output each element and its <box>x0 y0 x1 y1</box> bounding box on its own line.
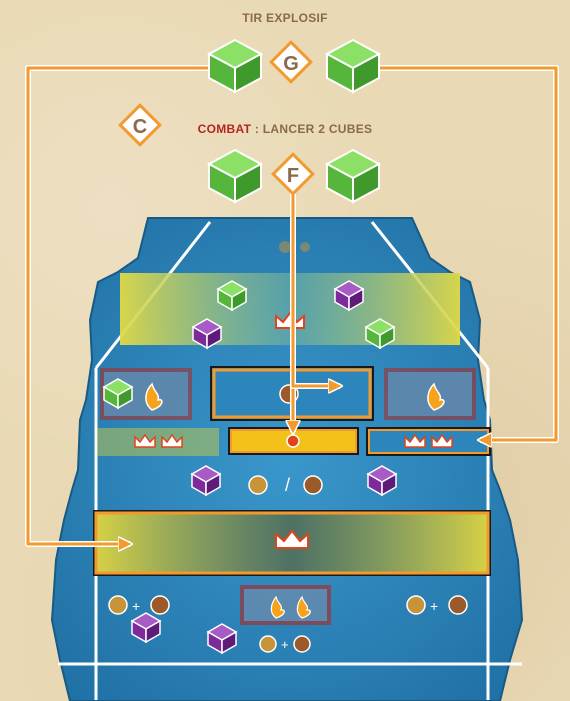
green-cube <box>209 150 261 202</box>
bottom-center-dice: + <box>260 636 310 652</box>
svg-text:+: + <box>281 637 289 652</box>
svg-text:+: + <box>132 598 140 614</box>
marker-c: C <box>120 105 160 145</box>
left-crowns-row <box>97 428 219 456</box>
die-icon <box>304 476 322 494</box>
game-board: / + + + <box>52 218 522 701</box>
bonus-marker <box>287 435 299 447</box>
bottom-left-dice: + <box>109 596 169 614</box>
marker-f-letter: F <box>287 165 299 187</box>
die-icon <box>249 476 267 494</box>
green-cube <box>327 40 379 92</box>
svg-text:+: + <box>430 598 438 614</box>
right-flame-panel <box>384 368 476 420</box>
marker-c-letter: C <box>133 116 147 138</box>
marker-g: G <box>271 42 311 82</box>
marker-g-letter: G <box>283 53 299 75</box>
slash-separator: / <box>285 475 290 495</box>
green-cube <box>327 150 379 202</box>
right-crowns-box <box>367 428 490 455</box>
green-cube <box>209 40 261 92</box>
bottom-right-dice: + <box>407 596 467 614</box>
marker-f: F <box>273 154 313 194</box>
